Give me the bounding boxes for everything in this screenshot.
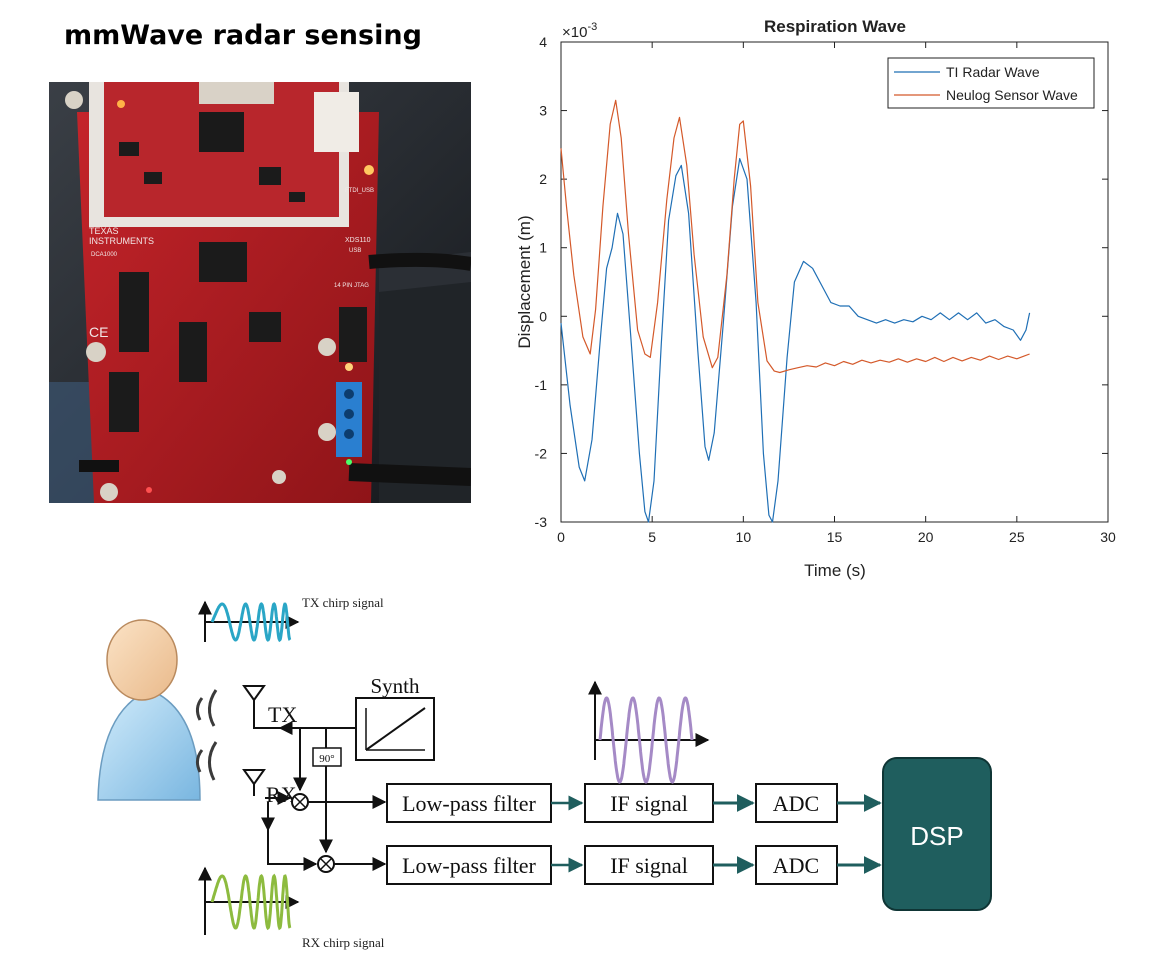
tx-chirp-wave <box>210 602 292 643</box>
phase-shift-label: 90° <box>319 753 334 765</box>
if-label-i: IF signal <box>610 791 688 816</box>
rx-chirp-plot <box>198 866 300 935</box>
y-tick-label: 3 <box>539 103 547 119</box>
tx-label: TX <box>268 702 297 727</box>
x-axis-label: Time (s) <box>804 561 866 580</box>
x-tick-label: 10 <box>736 529 752 545</box>
series-line-1 <box>560 99 1030 374</box>
person-icon <box>97 619 201 801</box>
board-usb: USB <box>349 248 361 254</box>
y-tick-label: -1 <box>535 377 548 393</box>
legend: TI Radar Wave Neulog Sensor Wave <box>887 57 1095 109</box>
board-brand-line2: INSTRUMENTS <box>89 236 154 246</box>
fmcw-block-diagram: TX chirp signal RX chirp signal TX RX Sy… <box>80 590 1080 967</box>
board-ce-mark: CE <box>89 324 108 340</box>
rx-chirp-label: RX chirp signal <box>302 935 385 950</box>
if-wave <box>598 696 694 784</box>
legend-label-neulog: Neulog Sensor Wave <box>946 87 1078 103</box>
mixer-q-icon <box>317 855 335 873</box>
plot-frame <box>560 41 1109 523</box>
dsp-label: DSP <box>910 821 963 851</box>
x-tick-label: 20 <box>918 529 934 545</box>
if-signal-plot <box>588 680 710 784</box>
rx-antenna-icon <box>242 769 266 796</box>
x-tick-label: 0 <box>557 529 565 545</box>
mixer-i-icon <box>291 793 309 811</box>
lpf-label-i: Low-pass filter <box>402 791 536 816</box>
page-title: mmWave radar sensing <box>64 20 422 51</box>
tx-feed-line <box>253 712 285 729</box>
axis-ticks: 0 5 10 15 20 25 30 -3 -2 -1 0 1 2 3 4 <box>535 34 1116 545</box>
radar-board-photo: TEXAS INSTRUMENTS DCA1000 CE XDS110 USB … <box>49 82 471 503</box>
x-tick-label: 30 <box>1100 529 1116 545</box>
legend-label-ti-radar: TI Radar Wave <box>946 64 1040 80</box>
fmcw-block-diagram-svg: TX chirp signal RX chirp signal TX RX Sy… <box>97 595 992 950</box>
board-ftdi: FTDI_USB <box>345 188 374 194</box>
respiration-chart-svg: Respiration Wave Time (s) Displacement (… <box>515 17 1116 580</box>
x-tick-label: 15 <box>827 529 843 545</box>
chart-title: Respiration Wave <box>764 17 906 36</box>
x-tick-label: 25 <box>1009 529 1025 545</box>
respiration-chart: Respiration Wave Time (s) Displacement (… <box>500 10 1140 590</box>
if-block-i <box>584 783 714 823</box>
x-tick-label: 5 <box>648 529 656 545</box>
y-tick-label: -2 <box>535 445 548 461</box>
radar-board-illustration: TEXAS INSTRUMENTS DCA1000 CE XDS110 USB … <box>49 82 471 503</box>
y-axis-multiplier: ×10-3 <box>562 21 597 41</box>
tx-chirp-plot <box>198 600 300 643</box>
board-model: DCA1000 <box>91 252 118 258</box>
tx-chirp-label: TX chirp signal <box>302 595 384 610</box>
y-tick-label: 4 <box>539 34 547 50</box>
tx-antenna-icon <box>242 685 266 712</box>
adc-label-i: ADC <box>773 791 819 816</box>
fpga-chip <box>199 242 247 282</box>
lpf-label-q: Low-pass filter <box>402 853 536 878</box>
y-axis-label: Displacement (m) <box>515 215 534 348</box>
y-tick-label: 1 <box>539 240 547 256</box>
y-tick-label: 0 <box>539 308 547 324</box>
if-label-q: IF signal <box>610 853 688 878</box>
y-tick-label: -3 <box>535 514 548 530</box>
y-tick-label: 2 <box>539 171 547 187</box>
series-lines <box>560 99 1031 523</box>
lpf-block-i <box>386 783 552 823</box>
if-block-q <box>584 845 714 885</box>
board-jtag: 14 PIN JTAG <box>334 283 369 289</box>
series-line-0 <box>560 158 1031 523</box>
legend-box <box>887 57 1095 109</box>
synth-ramp-icon <box>365 707 426 751</box>
board-debugger: XDS110 <box>345 237 371 244</box>
board-brand-line1: TEXAS <box>89 226 119 236</box>
rx-to-mixer2-arrow <box>267 830 318 871</box>
synth-label: Synth <box>370 674 420 698</box>
wave-arcs-icon <box>195 689 218 781</box>
radar-chip <box>199 112 244 152</box>
dsp-block <box>882 757 992 911</box>
connector-block <box>119 272 149 352</box>
rx-chirp-wave <box>210 873 292 931</box>
adc-label-q: ADC <box>773 853 819 878</box>
